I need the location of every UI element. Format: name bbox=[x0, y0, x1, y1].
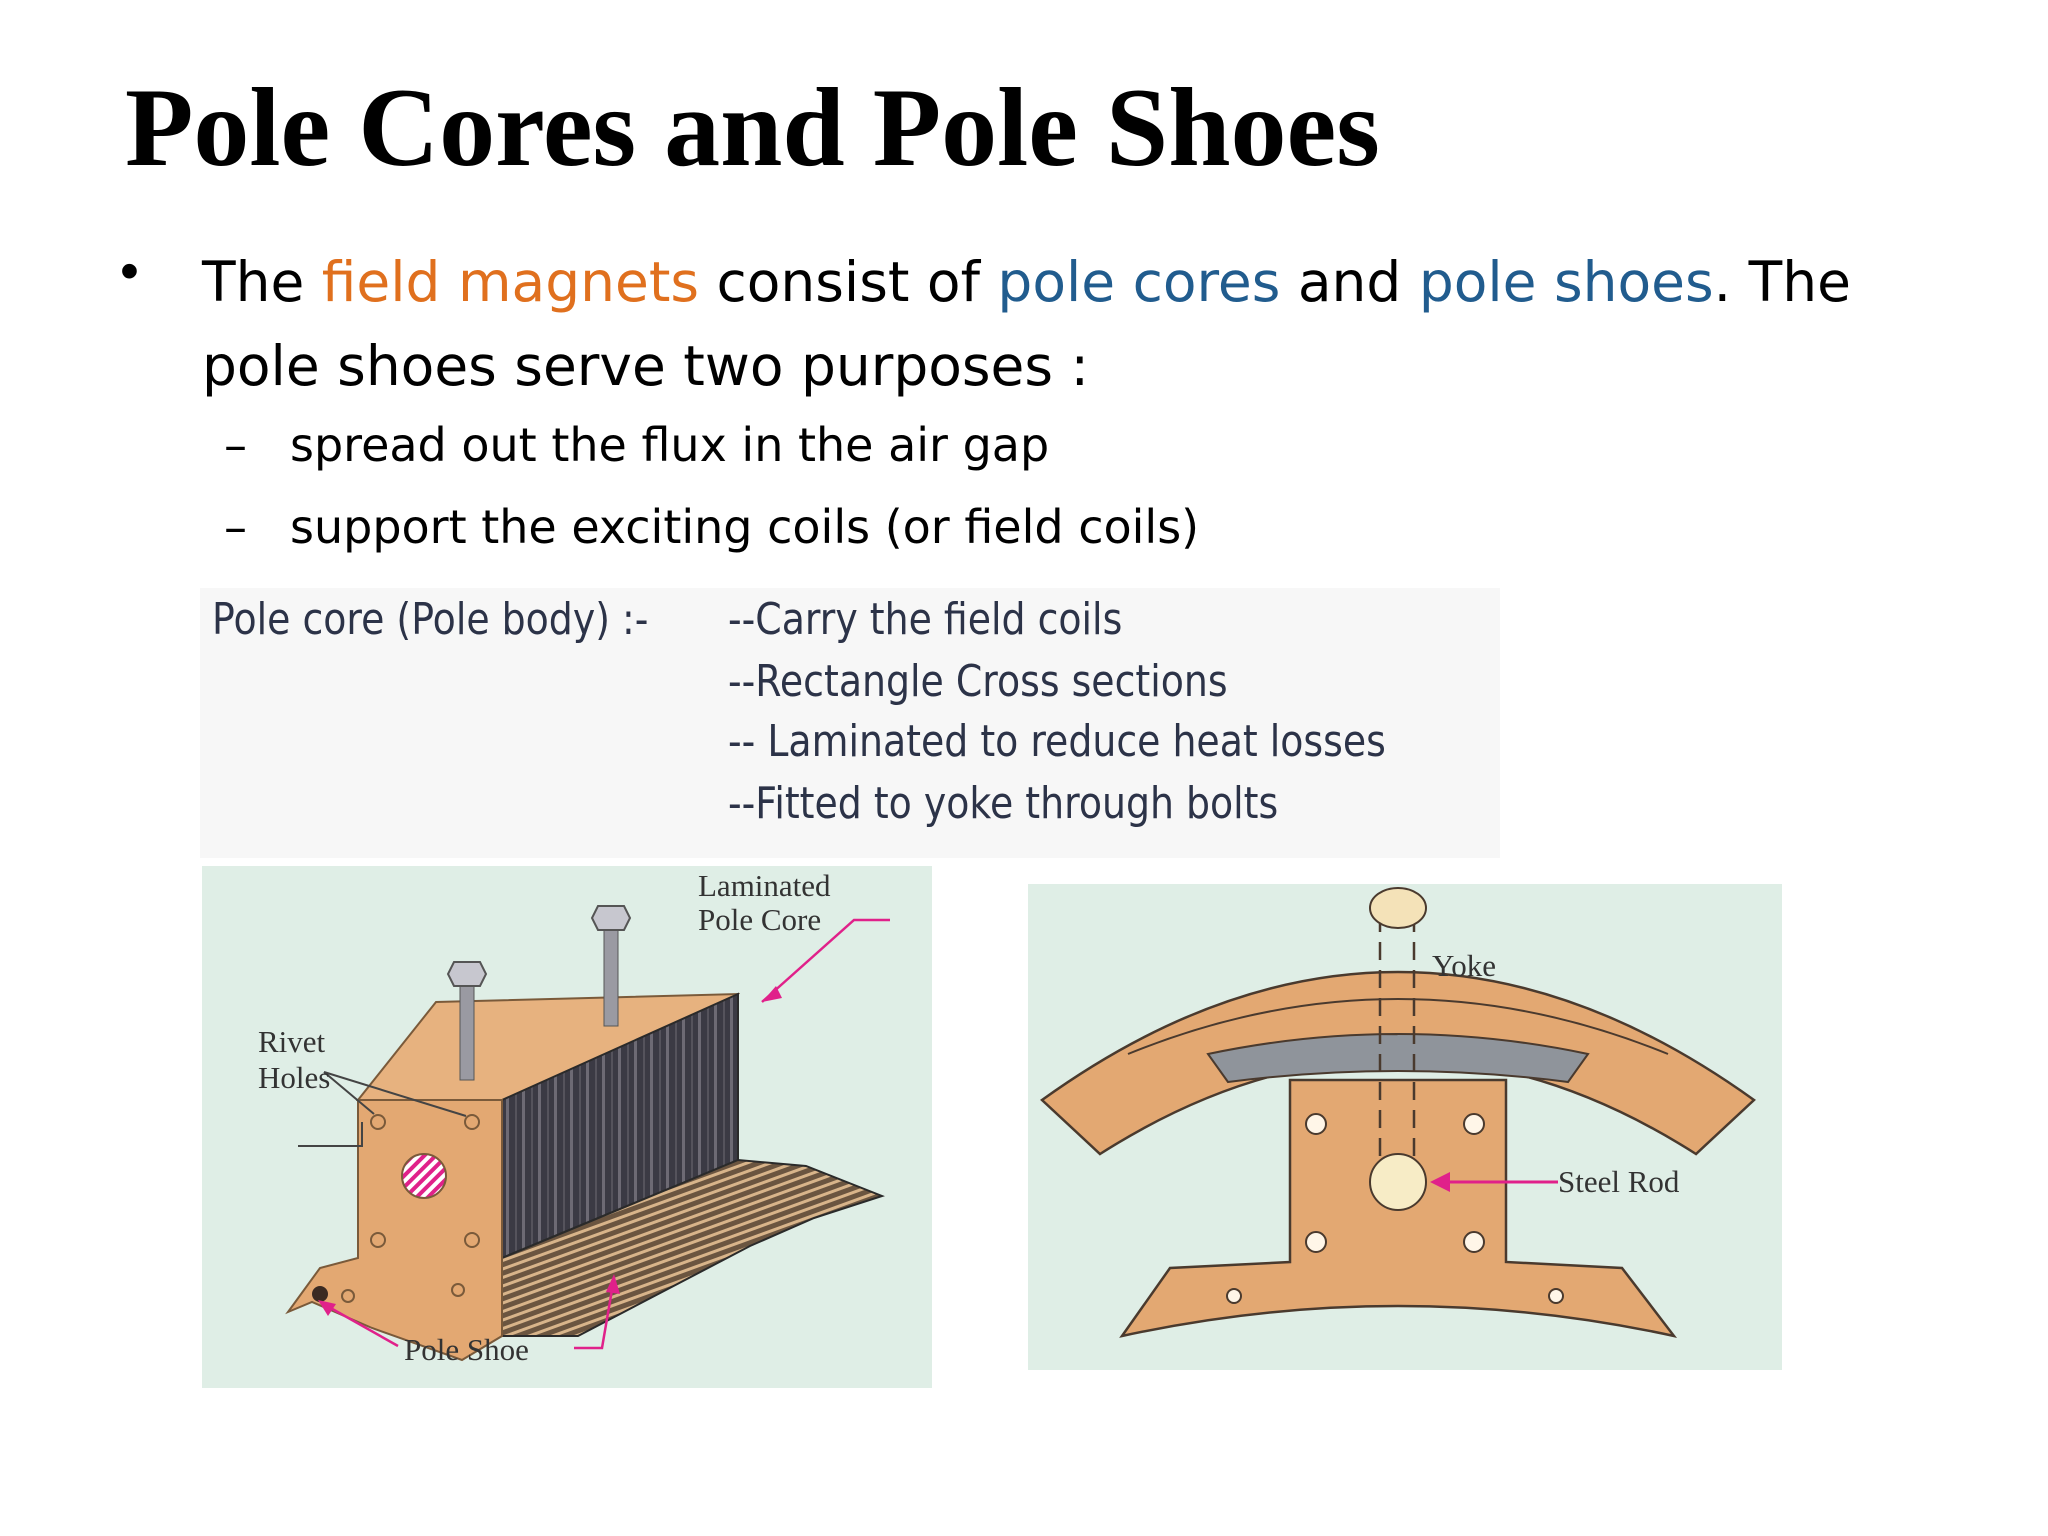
label-laminated: Laminated bbox=[698, 868, 831, 903]
bolt-icon bbox=[590, 905, 632, 1027]
slide-title: Pole Cores and Pole Shoes bbox=[125, 66, 1380, 190]
label-rivet: Rivet bbox=[258, 1024, 326, 1059]
bullet-text-part: . The pole shoes serve two purposes : bbox=[202, 250, 1851, 398]
sub-bullet-dash: – bbox=[224, 500, 247, 554]
steel-rod bbox=[1369, 1153, 1427, 1211]
label-holes: Holes bbox=[258, 1060, 331, 1095]
bullet-text: The field magnets consist of pole cores … bbox=[202, 240, 1922, 408]
sub-bullet-dash: – bbox=[224, 418, 247, 472]
term-field-magnets: field magnets bbox=[321, 250, 700, 314]
term-pole-cores: pole cores bbox=[997, 250, 1281, 314]
bullet-text-part: The bbox=[202, 250, 322, 314]
bullet-text-part: consist of bbox=[699, 250, 998, 314]
sub-bullet-2: –support the exciting coils (or field co… bbox=[224, 504, 1199, 550]
core-end-plate bbox=[285, 1099, 503, 1362]
label-pole-shoe: Pole Shoe bbox=[404, 1332, 529, 1367]
bullet-symbol: • bbox=[120, 241, 139, 301]
shoe-laminated-side bbox=[501, 1158, 885, 1337]
bolt-icon bbox=[446, 961, 488, 1081]
notes-line: --Rectangle Cross sections bbox=[728, 656, 1228, 707]
pole-core-diagram: Laminated Pole Core Rivet Holes Pole Sho… bbox=[202, 866, 932, 1388]
label-pole-core: Pole Core bbox=[698, 902, 822, 937]
bullet-text-part: and bbox=[1280, 250, 1419, 314]
label-yoke: Yoke bbox=[1432, 948, 1497, 983]
notes-line: --Fitted to yoke through bolts bbox=[728, 778, 1279, 829]
sub-bullet-text: spread out the flux in the air gap bbox=[290, 418, 1050, 472]
pole-core-drawing bbox=[285, 905, 890, 1362]
sub-bullet-text: support the exciting coils (or field coi… bbox=[290, 500, 1200, 554]
notes-line: -- Laminated to reduce heat losses bbox=[728, 716, 1386, 767]
label-steel-rod: Steel Rod bbox=[1558, 1164, 1680, 1199]
notes-line: --Carry the field coils bbox=[728, 594, 1123, 645]
term-pole-shoes: pole shoes bbox=[1418, 250, 1714, 314]
sub-bullet-1: –spread out the flux in the air gap bbox=[224, 422, 1049, 468]
pole-core-notes: Pole core (Pole body) :- --Carry the fie… bbox=[200, 588, 1500, 858]
notes-lead: Pole core (Pole body) :- bbox=[212, 594, 649, 645]
yoke-drawing bbox=[1040, 887, 1756, 1338]
yoke-diagram: Yoke Steel Rod bbox=[1028, 884, 1782, 1370]
rod-hole bbox=[401, 1153, 447, 1199]
